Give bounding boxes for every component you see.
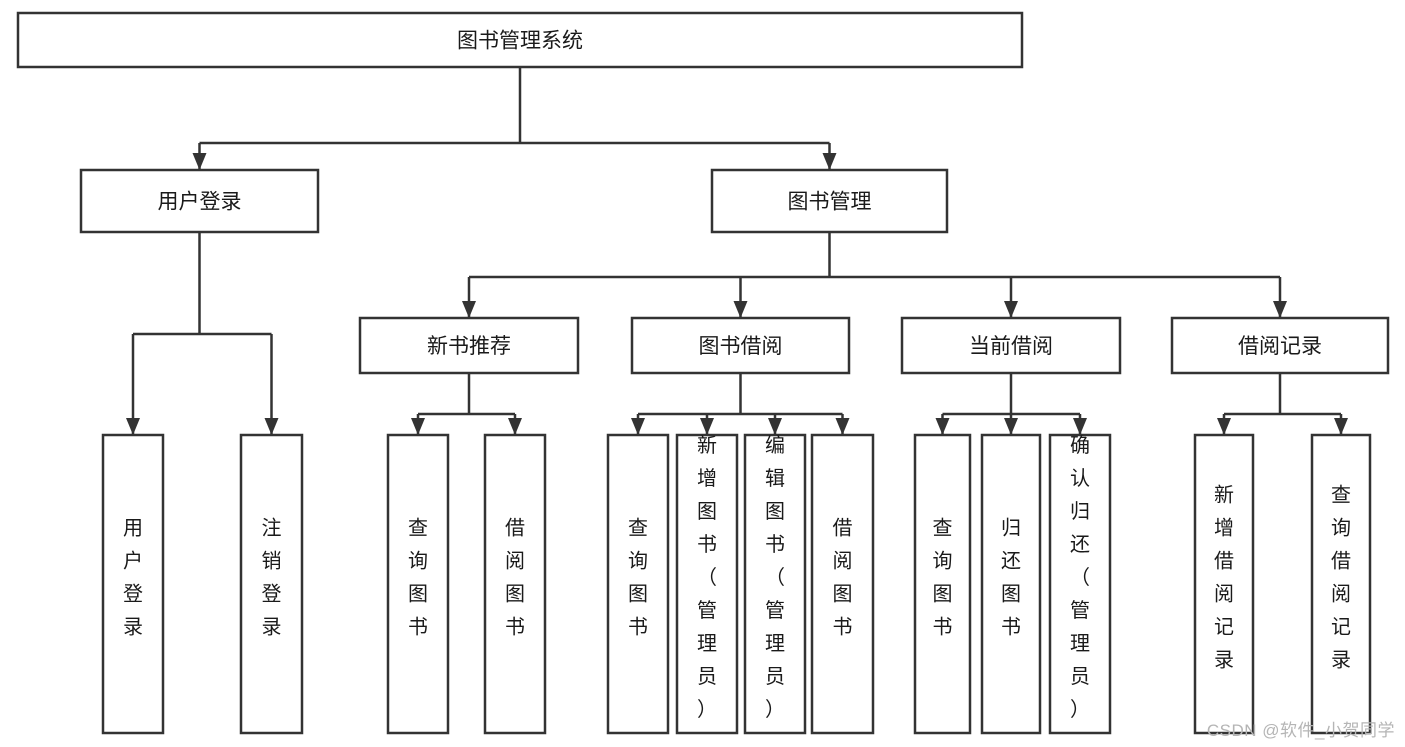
arrow-head-icon xyxy=(935,418,950,435)
node-box xyxy=(483,433,547,735)
node-box xyxy=(1310,433,1372,735)
node-box xyxy=(101,433,165,735)
arrow-head-icon xyxy=(1273,301,1287,318)
arrow-head-icon xyxy=(508,418,522,435)
arrow-head-icon xyxy=(835,418,850,435)
arrow-head-icon xyxy=(822,153,837,170)
node-leaf-user-login[interactable]: 用户登录 xyxy=(101,433,165,735)
node-box xyxy=(1048,433,1112,735)
node-label: 编辑图书（管理员） xyxy=(765,434,785,721)
node-box xyxy=(1170,316,1390,375)
node-box xyxy=(1193,433,1255,735)
arrow-head-icon xyxy=(1217,418,1231,435)
node-box xyxy=(743,433,807,735)
node-book-manage[interactable]: 图书管理 xyxy=(710,168,949,234)
node-box xyxy=(79,168,320,234)
node-label: 借阅记录 xyxy=(1238,335,1322,358)
node-box xyxy=(606,433,670,735)
node-box xyxy=(710,168,949,234)
node-box xyxy=(900,316,1122,375)
node-leaf-query-book-2[interactable]: 查询图书 xyxy=(606,433,670,735)
node-box xyxy=(239,433,304,735)
arrow-head-icon xyxy=(733,301,748,318)
node-root[interactable]: 图书管理系统 xyxy=(16,11,1024,69)
node-leaf-add-book[interactable]: 新增图书（管理员） xyxy=(675,433,739,735)
node-user-login[interactable]: 用户登录 xyxy=(79,168,320,234)
node-leaf-add-record[interactable]: 新增借阅记录 xyxy=(1193,433,1255,735)
node-label: 确认归还（管理员） xyxy=(1070,434,1090,721)
node-label: 新书推荐 xyxy=(427,335,511,358)
csdn-watermark: CSDN @软件_小贺同学 xyxy=(1206,721,1395,740)
node-label: 归还图书 xyxy=(1001,517,1021,639)
node-label: 借阅图书 xyxy=(505,517,525,639)
node-box xyxy=(980,433,1042,735)
node-leaf-query-book-3[interactable]: 查询图书 xyxy=(913,433,972,735)
arrow-head-icon xyxy=(462,301,476,318)
node-box xyxy=(630,316,851,375)
arrow-head-icon xyxy=(411,418,425,435)
node-box xyxy=(913,433,972,735)
node-label: 查询图书 xyxy=(933,517,953,639)
node-label: 用户登录 xyxy=(158,191,242,214)
node-label: 当前借阅 xyxy=(969,335,1053,358)
arrow-head-icon xyxy=(1004,301,1018,318)
arrow-head-icon xyxy=(768,418,782,435)
node-current-borrow[interactable]: 当前借阅 xyxy=(900,316,1122,375)
arrow-head-icon xyxy=(1073,418,1087,435)
node-label: 借阅图书 xyxy=(833,517,853,639)
node-book-borrow[interactable]: 图书借阅 xyxy=(630,316,851,375)
node-label: 图书借阅 xyxy=(699,335,783,358)
arrow-head-icon xyxy=(126,418,140,435)
arrow-head-icon xyxy=(1004,418,1018,435)
node-label: 新增借阅记录 xyxy=(1214,484,1234,672)
arrow-head-icon xyxy=(264,418,279,435)
node-box xyxy=(358,316,580,375)
node-new-book-rec[interactable]: 新书推荐 xyxy=(358,316,580,375)
node-label: 注销登录 xyxy=(262,517,282,639)
node-leaf-user-logout[interactable]: 注销登录 xyxy=(239,433,304,735)
node-boxes: 图书管理系统用户登录图书管理新书推荐图书借阅当前借阅借阅记录用户登录注销登录查询… xyxy=(16,11,1390,735)
node-box xyxy=(16,11,1024,69)
node-box xyxy=(810,433,875,735)
arrow-head-icon xyxy=(192,153,207,170)
node-label: 查询图书 xyxy=(628,517,648,639)
node-label: 查询借阅记录 xyxy=(1331,484,1351,672)
node-borrow-record[interactable]: 借阅记录 xyxy=(1170,316,1390,375)
node-label: 新增图书（管理员） xyxy=(697,434,717,721)
node-label: 图书管理 xyxy=(788,191,872,214)
arrow-head-icon xyxy=(1334,418,1348,435)
node-box xyxy=(386,433,450,735)
node-leaf-query-book-1[interactable]: 查询图书 xyxy=(386,433,450,735)
node-box xyxy=(675,433,739,735)
node-label: 查询图书 xyxy=(408,517,428,639)
node-leaf-edit-book[interactable]: 编辑图书（管理员） xyxy=(743,433,807,735)
arrow-head-icon xyxy=(700,418,714,435)
node-leaf-query-record[interactable]: 查询借阅记录 xyxy=(1310,433,1372,735)
node-leaf-borrow-book-2[interactable]: 借阅图书 xyxy=(810,433,875,735)
connector-lines xyxy=(126,67,1348,435)
node-label: 图书管理系统 xyxy=(457,30,583,53)
node-label: 用户登录 xyxy=(123,518,143,639)
node-leaf-borrow-book-1[interactable]: 借阅图书 xyxy=(483,433,547,735)
arrow-head-icon xyxy=(631,418,645,435)
node-leaf-confirm-return[interactable]: 确认归还（管理员） xyxy=(1048,433,1112,735)
node-leaf-return-book[interactable]: 归还图书 xyxy=(980,433,1042,735)
